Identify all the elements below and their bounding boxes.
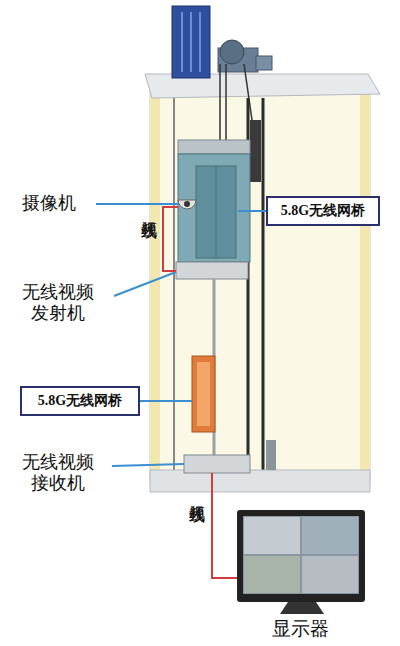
part-label: 摄像机 <box>4 193 94 214</box>
bridge-antenna <box>192 356 215 432</box>
shaft <box>150 92 370 482</box>
node-text: 5.8G无线网桥 <box>281 202 365 220</box>
node-text: 5.8G无线网桥 <box>38 392 122 410</box>
receiver-box <box>184 455 250 473</box>
shaft-wall <box>150 92 160 482</box>
bridge-box: 5.8G无线网桥 <box>266 196 380 226</box>
part-label: 视频线 <box>186 492 206 495</box>
shaft-wall <box>360 92 370 482</box>
video-cable <box>163 207 237 578</box>
part-label: 视频线 <box>138 208 158 211</box>
leader-lines <box>96 204 266 466</box>
transmitter-box <box>176 262 248 279</box>
part-label: 无线视频 发射机 <box>18 282 98 323</box>
control-cabinet <box>172 6 210 78</box>
elevator-car <box>178 154 250 262</box>
part-label: 显示器 <box>250 618 350 640</box>
bridge-box: 5.8G无线网桥 <box>20 386 140 416</box>
counterweight <box>250 120 261 182</box>
camera-dome <box>178 200 196 209</box>
car-frame <box>178 140 250 154</box>
part-label: 无线视频 接收机 <box>18 452 98 493</box>
guide-rail <box>262 98 265 478</box>
pit-floor <box>150 470 370 492</box>
monitor <box>237 510 365 602</box>
